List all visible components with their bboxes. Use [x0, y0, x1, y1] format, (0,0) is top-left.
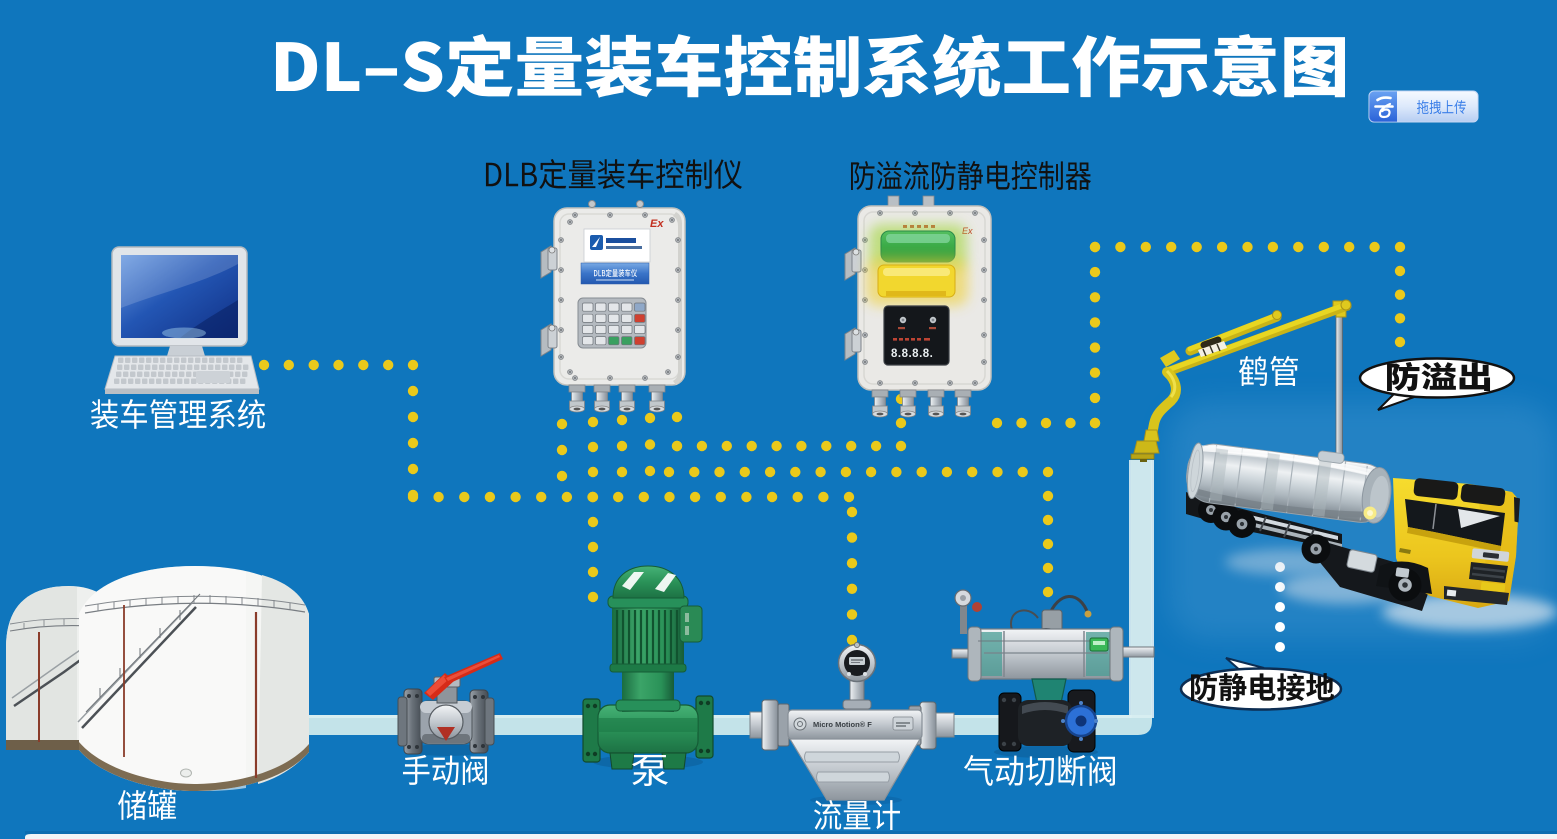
svg-text:Ex: Ex [962, 226, 973, 236]
svg-text:Ex: Ex [650, 218, 664, 230]
svg-text:Micro Motion® F: Micro Motion® F [813, 720, 872, 729]
svg-text:8.8.8.8.: 8.8.8.8. [891, 348, 933, 360]
